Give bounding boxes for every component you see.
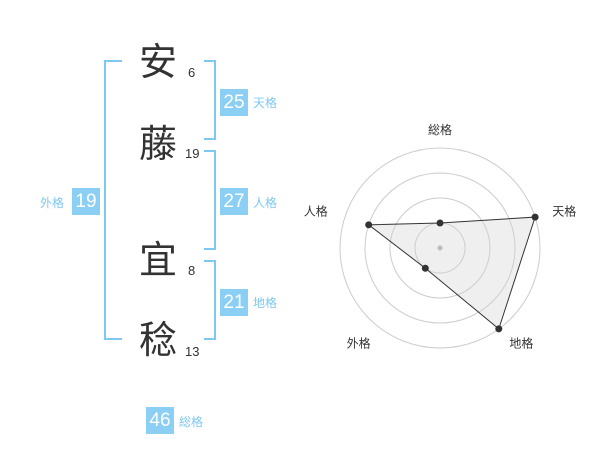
radar-point-1 (436, 219, 444, 227)
radar-axis-label-5: 人格 (304, 204, 328, 219)
radar-axis-label-1: 総格 (428, 122, 452, 137)
gaikaku-label: 外格 (40, 196, 65, 210)
jinkaku-value: 27 (220, 188, 248, 215)
radar-point-5 (365, 221, 373, 229)
radar-axis-label-4: 外格 (347, 335, 371, 350)
chikaku-bracket (204, 260, 216, 340)
jinkaku-label: 人格 (253, 196, 278, 210)
name-char-3: 宜 (138, 238, 177, 282)
stroke-count-1: 6 (188, 65, 196, 80)
stroke-count-2: 19 (185, 146, 200, 161)
name-char-2: 藤 (138, 122, 177, 166)
radar-center (437, 245, 443, 251)
tenkaku-label: 天格 (253, 96, 278, 110)
name-char-1: 安 (138, 40, 177, 84)
tenkaku-value: 25 (220, 89, 248, 116)
tenkaku-bracket (204, 60, 216, 140)
radar-point-4 (421, 264, 429, 272)
soukaku-value: 46 (146, 407, 174, 434)
radar-ring-3 (364, 172, 516, 324)
chikaku-label: 地格 (253, 296, 278, 310)
soukaku-label: 総格 (179, 415, 204, 429)
stroke-count-4: 13 (185, 344, 200, 359)
radar-area (367, 216, 536, 330)
gaikaku-bracket (104, 60, 122, 340)
radar-ring-4 (339, 147, 541, 349)
radar-axis-label-2: 天格 (552, 204, 576, 219)
radar-axis-label-3: 地格 (509, 335, 533, 350)
gaikaku-value: 19 (72, 188, 100, 215)
radar-point-2 (531, 213, 539, 221)
name-char-4: 稔 (138, 318, 177, 362)
radar-point-3 (495, 325, 503, 333)
stroke-count-3: 8 (188, 263, 196, 278)
jinkaku-bracket (204, 150, 216, 250)
radar-ring-2 (389, 197, 491, 299)
chikaku-value: 21 (220, 289, 248, 316)
